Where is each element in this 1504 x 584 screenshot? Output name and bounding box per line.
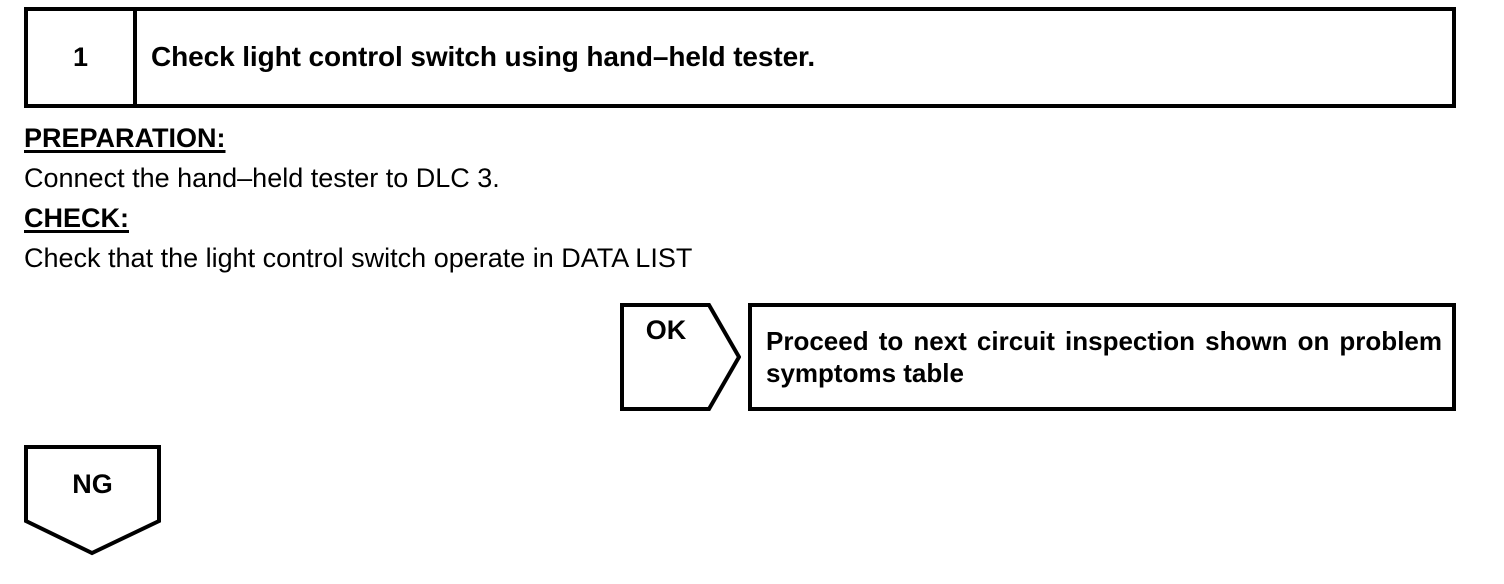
step-header-table: 1 Check light control switch using hand–… [24,7,1456,108]
preparation-heading-row: PREPARATION: [24,118,1024,158]
step-number-cell: 1 [28,11,137,104]
check-heading-row: CHECK: [24,198,1024,238]
step-title: Check light control switch using hand–he… [151,41,815,73]
preparation-text: Connect the hand–held tester to DLC 3. [24,163,500,193]
ng-branch-marker: NG [24,445,161,556]
ng-branch-label: NG [72,469,113,499]
check-text: Check that the light control switch oper… [24,243,693,273]
ok-branch-arrow: OK [620,303,741,411]
check-text-row: Check that the light control switch oper… [24,238,1024,278]
check-heading: CHECK: [24,203,129,233]
ok-pentagon-icon [620,303,741,411]
preparation-text-row: Connect the hand–held tester to DLC 3. [24,158,1024,198]
preparation-heading: PREPARATION: [24,123,226,153]
ng-pentagon-icon [24,445,161,556]
step-number: 1 [72,42,89,72]
procedure-body: PREPARATION: Connect the hand–held teste… [24,118,1024,278]
step-title-cell: Check light control switch using hand–he… [137,11,1452,104]
ok-result-box: Proceed to next circuit inspection shown… [748,303,1456,411]
ok-branch-label: OK [645,315,687,345]
ok-result-text: Proceed to next circuit inspection shown… [766,326,1442,388]
